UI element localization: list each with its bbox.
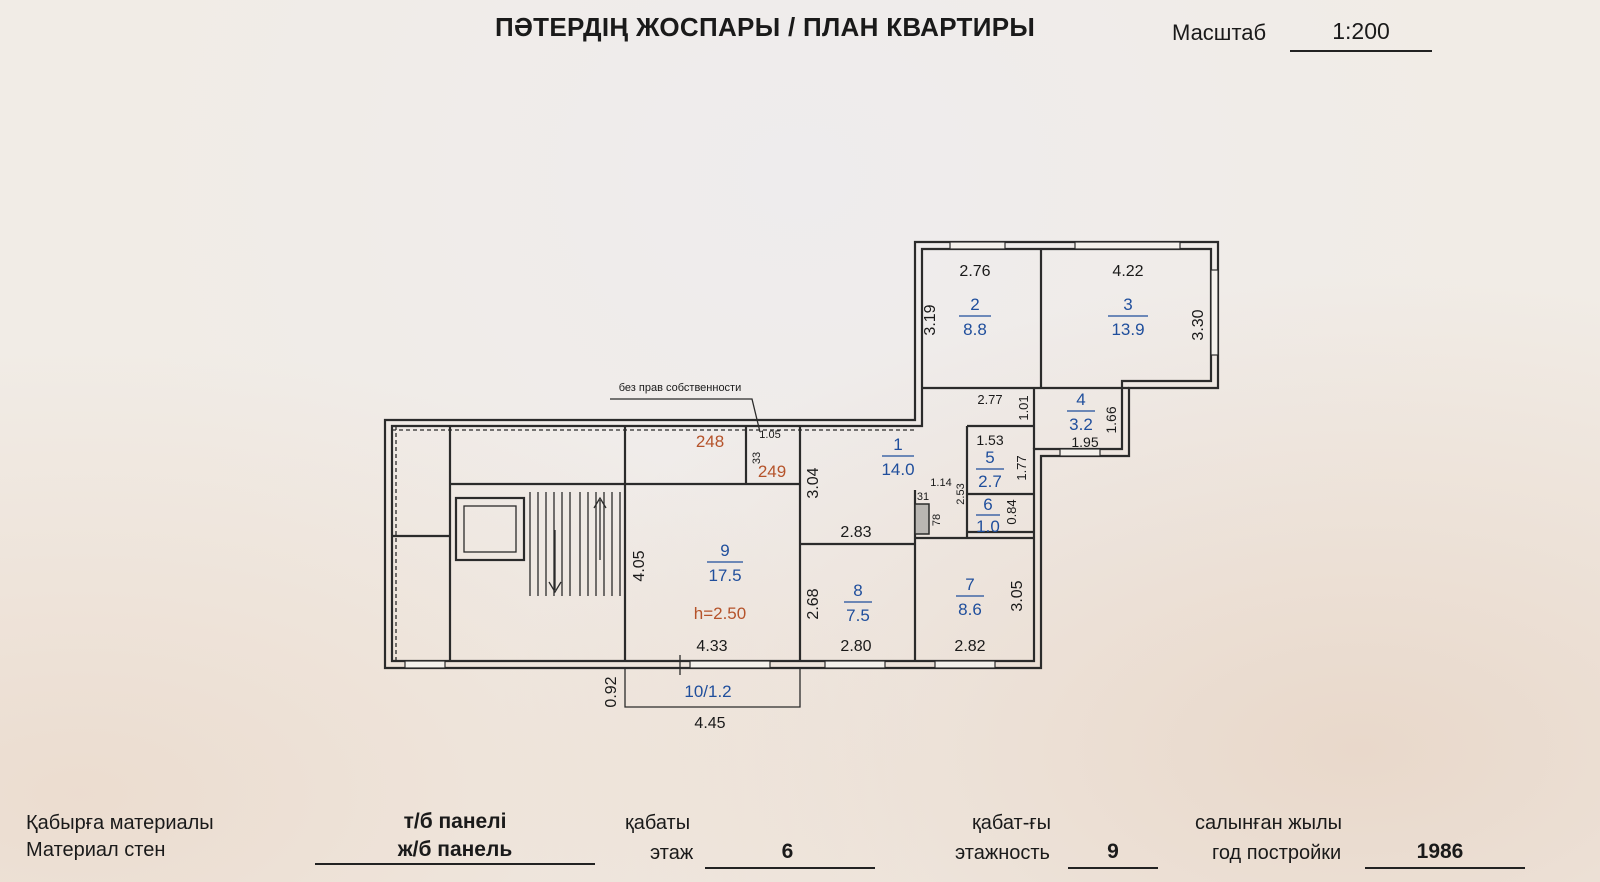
balcony-outline	[624, 668, 801, 708]
dimension-label: 4.05	[631, 550, 648, 581]
storeys-value: 9	[1107, 840, 1119, 863]
dimension-label: 2.68	[805, 588, 822, 619]
ceiling-height: h=2.50	[694, 604, 746, 623]
year-label-kz: салынған жылы	[1195, 812, 1343, 834]
room-area: 7.5	[846, 606, 870, 625]
room-area: 8.6	[958, 600, 982, 619]
storeys-label-ru: этажность	[955, 842, 1050, 864]
room-number: 6	[983, 495, 992, 514]
room-number: 2	[970, 295, 979, 314]
excluded-room-number: 248	[696, 432, 724, 451]
dimension-label: 1.05	[759, 429, 780, 441]
dimension-label: 1.14	[930, 477, 951, 489]
room-area: 13.9	[1111, 320, 1144, 339]
scale-underline	[1290, 50, 1432, 52]
dimension-label: 2.53	[955, 483, 967, 504]
scale-value: 1:200	[1332, 18, 1390, 44]
room-number: 4	[1076, 390, 1085, 409]
dimension-label: 1.66	[1103, 406, 1119, 433]
dimension-label: 0.84	[1004, 499, 1019, 524]
year-underline	[1365, 867, 1525, 869]
dimension-label: 3.04	[805, 467, 822, 498]
excluded-room-number: 249	[758, 462, 786, 481]
ownership-note: без прав собственности	[619, 382, 742, 394]
room-number: 1	[893, 435, 902, 454]
room-number: 3	[1123, 295, 1132, 314]
year-label-ru: год постройки	[1212, 842, 1342, 864]
dimension-label: 4.45	[694, 715, 725, 732]
dimension-label: 3.30	[1190, 309, 1207, 340]
room-number: 7	[965, 575, 974, 594]
scale-label: Масштаб	[1172, 20, 1267, 45]
wall-material-underline	[315, 863, 595, 865]
dimension-label: 1.95	[1071, 434, 1098, 450]
room-area: 1.0	[976, 517, 1000, 536]
dimension-label: 4.33	[696, 638, 727, 655]
windows	[404, 241, 1219, 669]
dimension-label: 3.05	[1009, 580, 1026, 611]
niche-block	[914, 503, 930, 535]
floor-label-ru: этаж	[650, 842, 694, 864]
room-number: 8	[853, 581, 862, 600]
storeys-label-kz: қабат-ғы	[972, 812, 1052, 834]
dimension-label: 31	[917, 491, 929, 503]
wall-material-value-kz: т/б панелі	[403, 810, 507, 833]
page-title: ПӘТЕРДІҢ ЖОСПАРЫ / ПЛАН КВАРТИРЫ	[495, 12, 1036, 42]
dimension-label: 1.77	[1014, 455, 1029, 480]
wall-material-value-ru: ж/б панель	[397, 838, 513, 861]
dimension-label: 2.77	[977, 392, 1002, 407]
room-area: 2.7	[978, 472, 1002, 491]
floor-underline	[705, 867, 875, 869]
dimension-label: 78	[931, 514, 943, 526]
storeys-underline	[1068, 867, 1158, 869]
dashed-boundaries	[392, 426, 915, 661]
wall-material-label-ru: Материал стен	[26, 839, 166, 861]
dimension-label: 33	[751, 452, 763, 464]
room-labels: 1 14.0 2 8.8 3 13.9 4 3.2 5 2.7 6 1.0 7 …	[684, 295, 1148, 701]
dimension-label: 2.76	[959, 263, 990, 280]
dimension-label: 1.01	[1016, 395, 1031, 420]
note-leader-line	[610, 398, 761, 433]
room-area: 3.2	[1069, 415, 1093, 434]
dimension-labels: 2.76 3.19 4.22 3.30 2.77 1.01 1.66 1.95 …	[603, 263, 1207, 732]
room-area: 17.5	[708, 566, 741, 585]
dimension-label: 1.53	[976, 432, 1003, 448]
room-number: 9	[720, 541, 729, 560]
year-value: 1986	[1416, 840, 1464, 863]
stair-core	[454, 492, 621, 596]
dimension-label: 2.83	[840, 524, 871, 541]
room-area: 14.0	[881, 460, 914, 479]
dimension-label: 2.80	[840, 638, 871, 655]
dimension-label: 2.82	[954, 638, 985, 655]
floor-value: 6	[781, 840, 794, 863]
floor-label-kz: қабаты	[625, 812, 691, 834]
room-number: 5	[985, 448, 994, 467]
room-area: 8.8	[963, 320, 987, 339]
dimension-label: 0.92	[603, 676, 620, 707]
wall-material-label-kz: Қабырға материалы	[26, 812, 214, 834]
balcony-label: 10/1.2	[684, 682, 731, 701]
dimension-label: 4.22	[1112, 263, 1143, 280]
dimension-label: 3.19	[922, 304, 939, 335]
